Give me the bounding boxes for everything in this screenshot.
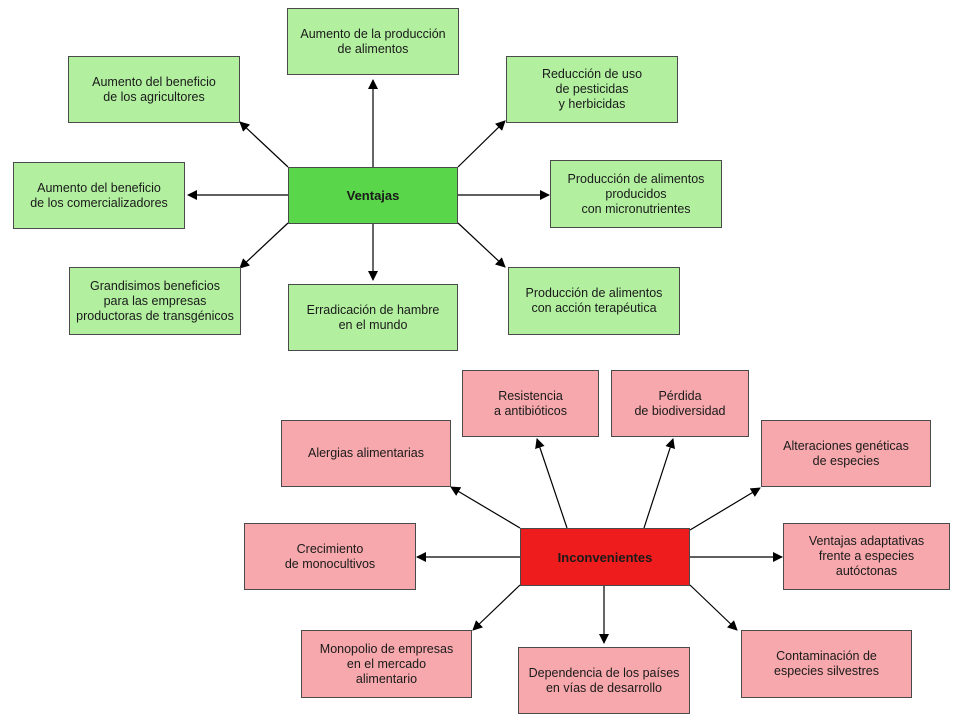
node-label: Crecimiento de monocultivos <box>284 541 376 571</box>
node-beneficio-agricultores: Aumento del beneficio de los agricultore… <box>68 56 240 123</box>
ventajas-hub: Ventajas <box>288 167 458 224</box>
node-erradicacion-hambre: Erradicación de hambre en el mundo <box>288 284 458 351</box>
node-ventajas-adaptativas: Ventajas adaptativas frente a especies a… <box>783 523 950 590</box>
node-monopolio-empresas: Monopolio de empresas en el mercado alim… <box>301 630 472 698</box>
node-label: Grandisimos beneficios para las empresas… <box>76 278 234 323</box>
inconvenientes-hub-label: Inconvenientes <box>557 549 653 565</box>
node-reduccion-pesticidas: Reducción de uso de pesticidas y herbici… <box>506 56 678 123</box>
node-beneficios-empresas: Grandisimos beneficios para las empresas… <box>69 267 241 335</box>
arrow-to-alteraciones <box>689 487 761 531</box>
node-label: Erradicación de hambre en el mundo <box>306 302 440 332</box>
node-label: Monopolio de empresas en el mercado alim… <box>319 641 454 686</box>
node-label: Producción de alimentos con acción terap… <box>525 286 663 315</box>
arrow-to-biodiversidad <box>643 438 675 529</box>
node-label: Ventajas adaptativas frente a especies a… <box>808 534 925 578</box>
arrow-to-alergias <box>450 486 521 529</box>
arrow-to-contaminacion <box>689 584 738 631</box>
inconvenientes-hub: Inconvenientes <box>520 528 690 586</box>
node-label: Aumento del beneficio de los agricultore… <box>92 74 216 104</box>
arrow-to-terapeutica <box>457 222 506 268</box>
arrow-to-agricultores <box>239 121 289 168</box>
node-aumento-produccion: Aumento de la producción de alimentos <box>287 8 459 75</box>
node-crecimiento-monocultivos: Crecimiento de monocultivos <box>244 523 416 590</box>
node-label: Aumento del beneficio de los comercializ… <box>30 180 168 210</box>
node-perdida-biodiversidad: Pérdida de biodiversidad <box>611 370 749 437</box>
node-dependencia-paises: Dependencia de los países en vías de des… <box>518 647 690 714</box>
node-micronutrientes: Producción de alimentos producidos con m… <box>550 160 722 228</box>
node-label: Reducción de uso de pesticidas y herbici… <box>541 67 643 111</box>
node-accion-terapeutica: Producción de alimentos con acción terap… <box>508 267 680 335</box>
node-label: Producción de alimentos producidos con m… <box>567 171 705 216</box>
node-label: Resistencia a antibióticos <box>494 388 567 418</box>
node-contaminacion-especies: Contaminación de especies silvestres <box>741 630 912 698</box>
node-label: Alergias alimentarias <box>307 446 425 460</box>
node-alteraciones-geneticas: Alteraciones genéticas de especies <box>761 420 931 487</box>
node-beneficio-comercializadores: Aumento del beneficio de los comercializ… <box>13 162 185 229</box>
node-label: Alteraciones genéticas de especies <box>783 438 909 468</box>
node-label: Aumento de la producción de alimentos <box>300 26 446 56</box>
arrow-to-empresas <box>239 222 289 269</box>
ventajas-hub-label: Ventajas <box>346 188 400 203</box>
node-label: Dependencia de los países en vías de des… <box>528 665 680 695</box>
node-resistencia-antibioticos: Resistencia a antibióticos <box>462 370 599 437</box>
arrow-to-monopolio <box>472 584 521 631</box>
arrow-to-antibioticos <box>535 438 568 529</box>
node-label: Contaminación de especies silvestres <box>774 649 879 678</box>
arrow-to-pesticidas <box>457 120 506 168</box>
node-alergias-alimentarias: Alergias alimentarias <box>281 420 451 487</box>
node-label: Pérdida de biodiversidad <box>634 388 726 418</box>
